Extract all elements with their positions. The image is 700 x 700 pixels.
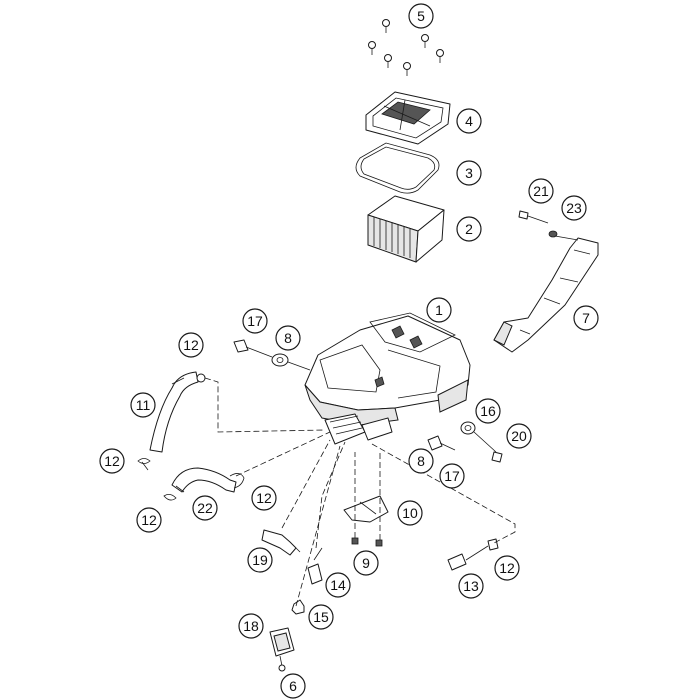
screw [403, 62, 411, 76]
svg-text:5: 5 [417, 8, 425, 24]
leader-lines [204, 377, 516, 607]
svg-text:3: 3 [465, 165, 473, 181]
bracket-10 [343, 495, 389, 523]
callout-8-lower: 8 [408, 448, 434, 474]
svg-text:12: 12 [104, 453, 120, 469]
callout-15: 15 [308, 604, 334, 630]
cover-frame [365, 91, 451, 145]
svg-text:2: 2 [465, 221, 473, 237]
svg-text:12: 12 [141, 512, 157, 528]
svg-text:1: 1 [435, 302, 443, 318]
svg-text:15: 15 [313, 609, 329, 625]
callout-2: 2 [456, 216, 482, 242]
svg-text:9: 9 [362, 555, 370, 571]
svg-text:10: 10 [402, 505, 418, 521]
screw [436, 49, 444, 63]
svg-text:12: 12 [183, 337, 199, 353]
svg-text:6: 6 [289, 678, 297, 694]
svg-text:20: 20 [511, 428, 527, 444]
right-bolt-set [427, 421, 503, 463]
svg-text:4: 4 [465, 113, 473, 129]
svg-text:21: 21 [533, 183, 549, 199]
callout-4: 4 [456, 108, 482, 134]
callout-7: 7 [573, 305, 599, 331]
callout-9: 9 [353, 550, 379, 576]
svg-text:8: 8 [417, 453, 425, 469]
svg-text:11: 11 [136, 397, 151, 413]
screw [382, 19, 390, 33]
callout-13: 13 [458, 573, 484, 599]
valve-18 [269, 627, 295, 667]
callout-5: 5 [408, 3, 434, 29]
callout-21: 21 [528, 178, 554, 204]
callout-1: 1 [426, 297, 452, 323]
callout-18: 18 [238, 613, 264, 639]
screws-9 [351, 537, 383, 547]
callout-22: 22 [192, 495, 218, 521]
callout-12-c: 12 [251, 485, 277, 511]
svg-text:13: 13 [463, 578, 479, 594]
svg-text:19: 19 [252, 552, 268, 568]
svg-text:17: 17 [247, 313, 263, 329]
callout-23: 23 [561, 195, 587, 221]
svg-text:18: 18 [243, 618, 259, 634]
gasket-inner [360, 146, 436, 190]
hose-clips [137, 458, 499, 551]
svg-text:12: 12 [256, 490, 272, 506]
snorkel-fasteners [518, 210, 579, 241]
callout-12-e: 12 [494, 555, 520, 581]
air-filter [367, 195, 445, 263]
breather-hose [149, 371, 206, 453]
callout-11: 11 [130, 392, 156, 418]
intake-snorkel [493, 237, 599, 353]
gasket [355, 142, 440, 194]
svg-text:23: 23 [566, 200, 582, 216]
svg-text:17: 17 [444, 468, 460, 484]
svg-text:8: 8 [284, 330, 292, 346]
callout-19: 19 [247, 547, 273, 573]
screw [421, 34, 429, 48]
cap-13 [447, 545, 489, 571]
screw [384, 54, 392, 68]
callout-8-upper: 8 [275, 325, 301, 351]
sensor-14 [307, 547, 323, 585]
callout-10: 10 [397, 500, 423, 526]
svg-text:14: 14 [330, 577, 346, 593]
callout-17-upper: 17 [242, 308, 268, 334]
drain-hose [171, 467, 245, 493]
screws-group [368, 19, 444, 76]
callout-12-b: 12 [99, 448, 125, 474]
screw [368, 41, 376, 55]
sensor-19 [261, 529, 301, 556]
callout-17-lower: 17 [439, 463, 465, 489]
svg-text:12: 12 [499, 560, 515, 576]
callout-3: 3 [456, 160, 482, 186]
callout-6: 6 [280, 673, 306, 699]
screw-6 [278, 664, 286, 672]
callout-14: 14 [325, 572, 351, 598]
callout-12-d: 12 [136, 507, 162, 533]
callout-20: 20 [506, 423, 532, 449]
airbox [304, 312, 471, 445]
upper-bolt-and-grommet [233, 339, 311, 371]
svg-text:7: 7 [582, 310, 590, 326]
svg-text:16: 16 [480, 403, 496, 419]
svg-text:22: 22 [197, 500, 213, 516]
callout-12-a: 12 [178, 332, 204, 358]
callout-16: 16 [475, 398, 501, 424]
plug-15 [291, 599, 305, 615]
